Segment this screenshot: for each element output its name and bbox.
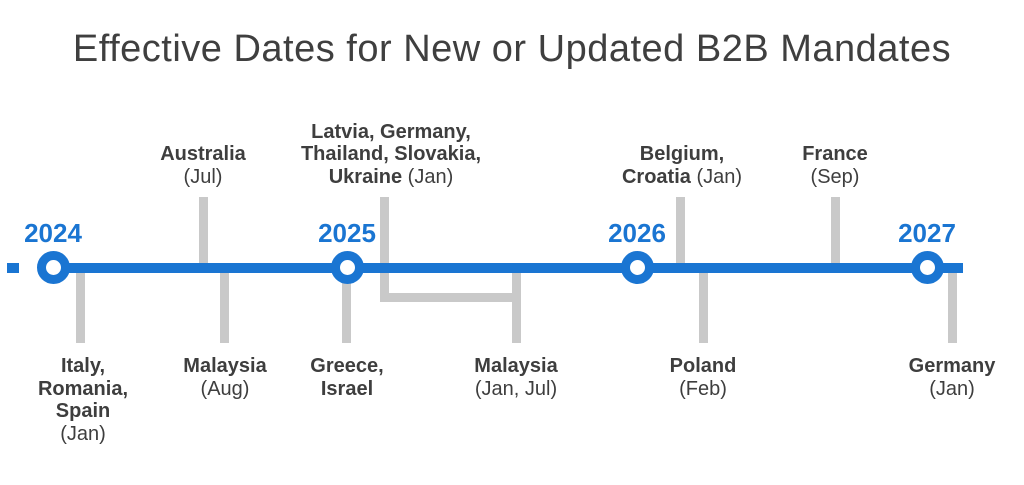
year-label-2026: 2026	[608, 218, 666, 248]
country-text: Germany	[908, 355, 996, 377]
page-title: Effective Dates for New or Updated B2B M…	[72, 28, 952, 70]
event-tick-latvia-germany-thailand-slovakia-ukraine-jan	[379, 197, 389, 302]
event-label-line: (Jan)	[0, 423, 198, 446]
year-node-2027	[910, 251, 944, 284]
event-label-line: (Jan)	[837, 378, 1024, 401]
timeline-line	[40, 263, 963, 273]
event-label-line: Malaysia	[401, 355, 631, 378]
year-label-2024: 2024	[24, 218, 82, 248]
country-text: France	[802, 143, 868, 165]
month-text: (Jan, Jul)	[474, 377, 558, 400]
country-text: Australia	[160, 143, 246, 165]
event-label-line: (Jan, Jul)	[401, 378, 631, 401]
event-label-line: Greece,	[232, 355, 462, 378]
event-label-line: (Aug)	[110, 378, 340, 401]
event-label-line: Israel	[232, 378, 462, 401]
event-label-poland-feb: Poland(Feb)	[588, 355, 818, 400]
event-label-greece-israel: Greece,Israel	[232, 355, 462, 400]
country-text: Malaysia	[183, 355, 267, 377]
event-label-latvia-germany-thailand-slovakia-ukraine-jan: Latvia, Germany,Thailand, Slovakia,Ukrai…	[276, 121, 506, 189]
event-tick-belgium-croatia-jan	[675, 197, 685, 268]
month-text: (Aug)	[200, 377, 250, 400]
month-text: (Jan)	[929, 377, 975, 400]
month-text: (Feb)	[679, 377, 727, 400]
month-text: (Jul)	[183, 165, 223, 188]
event-label-germany-jan: Germany(Jan)	[837, 355, 1024, 400]
event-label-line: Poland	[588, 355, 818, 378]
country-text: Israel	[320, 377, 374, 400]
country-text: Croatia	[621, 165, 697, 188]
event-label-italy-romania-spain-jan: Italy,Romania,Spain(Jan)	[0, 355, 198, 445]
event-label-line: France	[720, 143, 950, 166]
event-label-line: Thailand, Slovakia,	[276, 143, 506, 166]
event-tick-malaysia-jan-jul	[511, 268, 521, 343]
event-tick-germany-jan	[947, 268, 957, 343]
event-label-australia-jul: Australia(Jul)	[88, 143, 318, 188]
year-node-2026	[620, 251, 654, 284]
event-label-line: (Feb)	[588, 378, 818, 401]
event-label-malaysia-jan-jul: Malaysia(Jan, Jul)	[401, 355, 631, 400]
country-text: Poland	[669, 355, 737, 377]
event-tick-italy-romania-spain-jan	[75, 268, 85, 343]
country-text: Thailand, Slovakia,	[300, 143, 482, 165]
event-tick-france-sep	[830, 197, 840, 268]
event-label-line: Spain	[0, 400, 198, 423]
event-label-belgium-croatia-jan: Belgium,Croatia (Jan)	[567, 143, 797, 188]
year-label-2025: 2025	[318, 218, 376, 248]
event-label-line: Australia	[88, 143, 318, 166]
country-text: Ukraine	[328, 165, 408, 188]
event-label-line: (Sep)	[720, 166, 950, 189]
country-text: Latvia, Germany,	[311, 120, 471, 143]
country-text: Belgium,	[639, 143, 725, 165]
month-text: (Jan)	[696, 165, 743, 188]
country-text: Romania,	[37, 377, 129, 400]
connector-elbow	[379, 293, 521, 302]
event-label-line: Malaysia	[110, 355, 340, 378]
event-label-line: Latvia, Germany,	[276, 121, 506, 144]
country-text: Greece,	[310, 355, 384, 377]
event-label-line: Croatia (Jan)	[567, 166, 797, 189]
event-label-line: Romania,	[0, 378, 198, 401]
event-label-line: Ukraine (Jan)	[276, 166, 506, 189]
event-label-line: Italy,	[0, 355, 198, 378]
year-label-2027: 2027	[898, 218, 956, 248]
country-text: Italy,	[60, 355, 106, 377]
year-node-2025	[330, 251, 364, 284]
event-tick-poland-feb	[698, 268, 708, 343]
country-text: Malaysia	[474, 355, 558, 377]
month-text: (Jan)	[60, 422, 106, 445]
event-label-malaysia-aug: Malaysia(Aug)	[110, 355, 340, 400]
year-node-2024	[36, 251, 70, 284]
event-tick-greece-israel	[341, 268, 351, 343]
event-tick-malaysia-aug	[219, 268, 229, 343]
event-label-line: Belgium,	[567, 143, 797, 166]
timeline-stub	[7, 263, 19, 273]
country-text: Spain	[55, 400, 111, 422]
event-label-line: Germany	[837, 355, 1024, 378]
event-label-france-sep: France(Sep)	[720, 143, 950, 188]
event-label-line: (Jul)	[88, 166, 318, 189]
month-text: (Sep)	[810, 165, 860, 188]
month-text: (Jan)	[407, 165, 454, 188]
event-tick-australia-jul	[198, 197, 208, 268]
